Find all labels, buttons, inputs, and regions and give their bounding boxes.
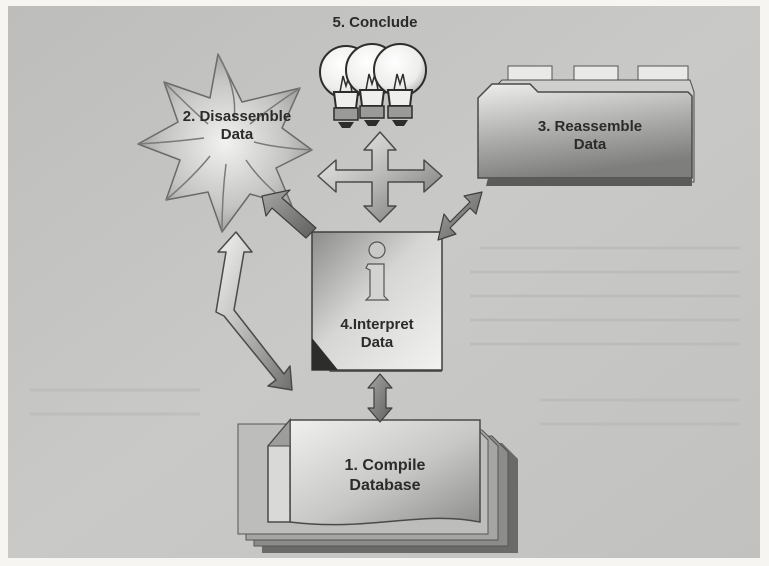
step-compile-label: 1. Compile Database (300, 456, 470, 496)
compile-subtitle: Database (349, 477, 421, 494)
arrow-interpret-to-disassemble-icon (261, 189, 317, 239)
step-disassemble-label: 2. Disassemble Data (152, 108, 322, 144)
info-icon (368, 241, 386, 259)
disassemble-data-pinwheel (137, 53, 313, 233)
conclude-title: 5. Conclude (332, 14, 418, 31)
arrow-disassemble-compile-icon (215, 231, 293, 391)
light-bulb-icon (373, 43, 427, 126)
bleed-through-lines (30, 246, 740, 426)
interpret-subtitle: Data (360, 334, 394, 351)
reassemble-data-folder (477, 65, 695, 186)
interpret-title: 4.Interpret (340, 316, 414, 333)
four-way-arrow-icon (317, 131, 443, 223)
disassemble-subtitle: Data (220, 126, 254, 143)
reassemble-title: 3. Reassemble (537, 118, 643, 135)
interpret-data-box (311, 231, 443, 372)
step-interpret-label: 4.Interpret Data (312, 316, 442, 352)
arrow-interpret-reassemble-icon (437, 191, 483, 241)
compile-database-stack (237, 417, 518, 553)
arrow-interpret-compile-icon (367, 373, 393, 423)
conclude-light-bulbs (319, 43, 427, 128)
step-conclude-label: 5. Conclude (290, 14, 460, 32)
step-reassemble-label: 3. Reassemble Data (500, 118, 680, 154)
reassemble-subtitle: Data (573, 136, 607, 153)
disassemble-title: 2. Disassemble (182, 108, 292, 125)
compile-title: 1. Compile (344, 457, 426, 474)
